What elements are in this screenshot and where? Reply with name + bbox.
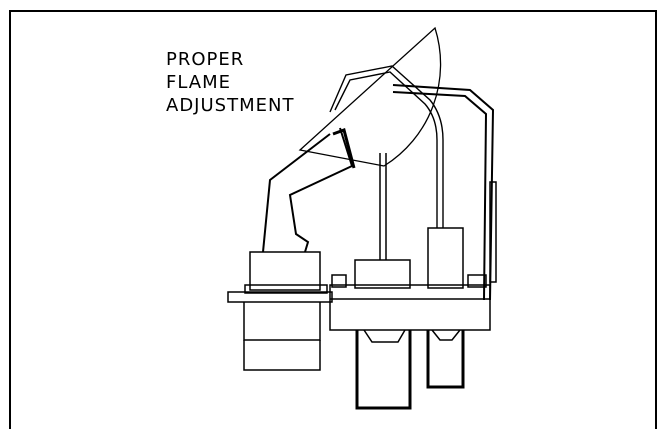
- left-fitting-icon: [227, 251, 333, 371]
- diagram-frame: [9, 10, 657, 429]
- label-line-3: ADJUSTMENT: [166, 95, 295, 116]
- flame-arc: [298, 26, 442, 167]
- left-nozzle-icon: [262, 127, 356, 253]
- label-line-2: FLAME: [166, 72, 232, 93]
- thermocouple-icon: [354, 153, 411, 289]
- igniter-electrode-icon: [329, 65, 464, 289]
- lower-fitting-right-icon: [426, 329, 465, 389]
- lower-fitting-left-icon: [355, 329, 412, 410]
- flame-shield-icon: [392, 84, 497, 301]
- label-line-1: PROPER: [166, 49, 245, 70]
